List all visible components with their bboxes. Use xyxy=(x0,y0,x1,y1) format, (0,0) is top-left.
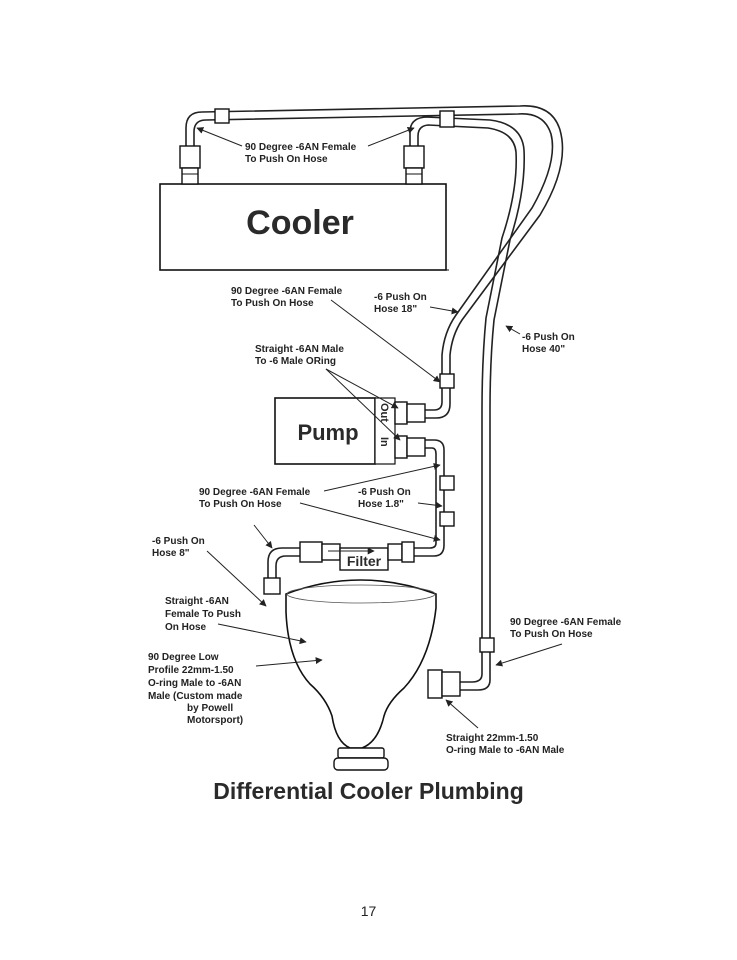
label-straight-22mm: Straight 22mm-1.50 O-ring Male to -6AN M… xyxy=(446,733,565,756)
hose-return xyxy=(460,652,491,691)
hose-top-loop xyxy=(185,105,564,375)
svg-text:90 Degree Low: 90 Degree Low xyxy=(148,652,219,663)
hose-pump-in xyxy=(412,439,445,557)
label-straight-male: Straight -6AN Male To -6 Male ORing xyxy=(255,344,344,367)
pump-in-label: In xyxy=(378,437,390,447)
svg-text:Straight 22mm-1.50: Straight 22mm-1.50 xyxy=(446,733,539,744)
label-pump-in-fitting: 90 Degree -6AN Female To Push On Hose xyxy=(199,487,311,510)
svg-text:To Push On Hose: To Push On Hose xyxy=(510,629,593,640)
svg-text:To -6 Male ORing: To -6 Male ORing xyxy=(255,356,336,367)
pump-label: Pump xyxy=(297,420,358,445)
svg-text:Motorsport): Motorsport) xyxy=(187,715,243,726)
svg-text:To Push On Hose: To Push On Hose xyxy=(199,499,282,510)
label-diff-return-fitting: 90 Degree -6AN Female To Push On Hose xyxy=(510,617,622,640)
svg-text:O-ring Male to -6AN: O-ring Male to -6AN xyxy=(148,678,241,689)
hose-40 xyxy=(409,116,526,640)
pump-fittings xyxy=(394,373,455,527)
svg-text:Hose 1.8": Hose 1.8" xyxy=(358,499,404,510)
diagram-title: Differential Cooler Plumbing xyxy=(213,778,524,804)
cooler-label: Cooler xyxy=(246,204,354,242)
cooler: Cooler xyxy=(159,183,449,271)
label-hose-8: -6 Push On Hose 8" xyxy=(152,536,205,559)
label-straight-female: Straight -6AN Female To Push On Hose xyxy=(165,596,241,633)
svg-text:90 Degree -6AN Female: 90 Degree -6AN Female xyxy=(231,286,343,297)
label-hose-40: -6 Push On Hose 40" xyxy=(522,332,575,355)
label-low-profile: 90 Degree Low Profile 22mm-1.50 O-ring M… xyxy=(148,652,243,726)
pump-out-label: Out xyxy=(378,403,390,422)
svg-text:Hose 18": Hose 18" xyxy=(374,304,417,315)
svg-text:-6 Push On: -6 Push On xyxy=(374,292,427,303)
hose-8 xyxy=(267,547,300,580)
svg-text:Straight -6AN: Straight -6AN xyxy=(165,596,229,607)
cooler-fitting-left xyxy=(179,108,230,185)
differential-housing xyxy=(285,579,437,771)
filter: Filter xyxy=(263,541,415,595)
diff-return-fitting xyxy=(427,637,495,699)
svg-text:Female To Push: Female To Push xyxy=(165,609,241,620)
svg-text:-6 Push On: -6 Push On xyxy=(358,487,411,498)
label-pump-out-fitting: 90 Degree -6AN Female To Push On Hose xyxy=(231,286,343,309)
label-top-fittings: 90 Degree -6AN Female To Push On Hose xyxy=(245,142,357,165)
svg-text:O-ring Male to -6AN Male: O-ring Male to -6AN Male xyxy=(446,745,565,756)
cooler-fitting-right xyxy=(403,110,455,185)
label-hose-1-8: -6 Push On Hose 1.8" xyxy=(358,487,411,510)
svg-text:Hose 40": Hose 40" xyxy=(522,344,565,355)
svg-text:-6 Push On: -6 Push On xyxy=(152,536,205,547)
svg-text:Male (Custom made: Male (Custom made xyxy=(148,691,243,702)
svg-text:To Push On Hose: To Push On Hose xyxy=(231,298,314,309)
svg-text:Hose 8": Hose 8" xyxy=(152,548,190,559)
svg-text:Profile 22mm-1.50: Profile 22mm-1.50 xyxy=(148,665,234,676)
svg-text:-6 Push On: -6 Push On xyxy=(522,332,575,343)
filter-label: Filter xyxy=(347,553,382,569)
pump: Pump Out In xyxy=(274,397,396,465)
svg-text:To Push On Hose: To Push On Hose xyxy=(245,154,328,165)
svg-text:Straight -6AN Male: Straight -6AN Male xyxy=(255,344,344,355)
svg-text:On Hose: On Hose xyxy=(165,622,207,633)
hose-pump-out xyxy=(424,388,451,419)
label-hose-18: -6 Push On Hose 18" xyxy=(374,292,427,315)
svg-text:by Powell: by Powell xyxy=(187,703,233,714)
svg-text:90 Degree -6AN Female: 90 Degree -6AN Female xyxy=(245,142,357,153)
page-number: 17 xyxy=(360,903,377,919)
svg-text:90 Degree -6AN Female: 90 Degree -6AN Female xyxy=(510,617,622,628)
leader-arrows xyxy=(196,127,563,729)
svg-text:90 Degree -6AN Female: 90 Degree -6AN Female xyxy=(199,487,311,498)
